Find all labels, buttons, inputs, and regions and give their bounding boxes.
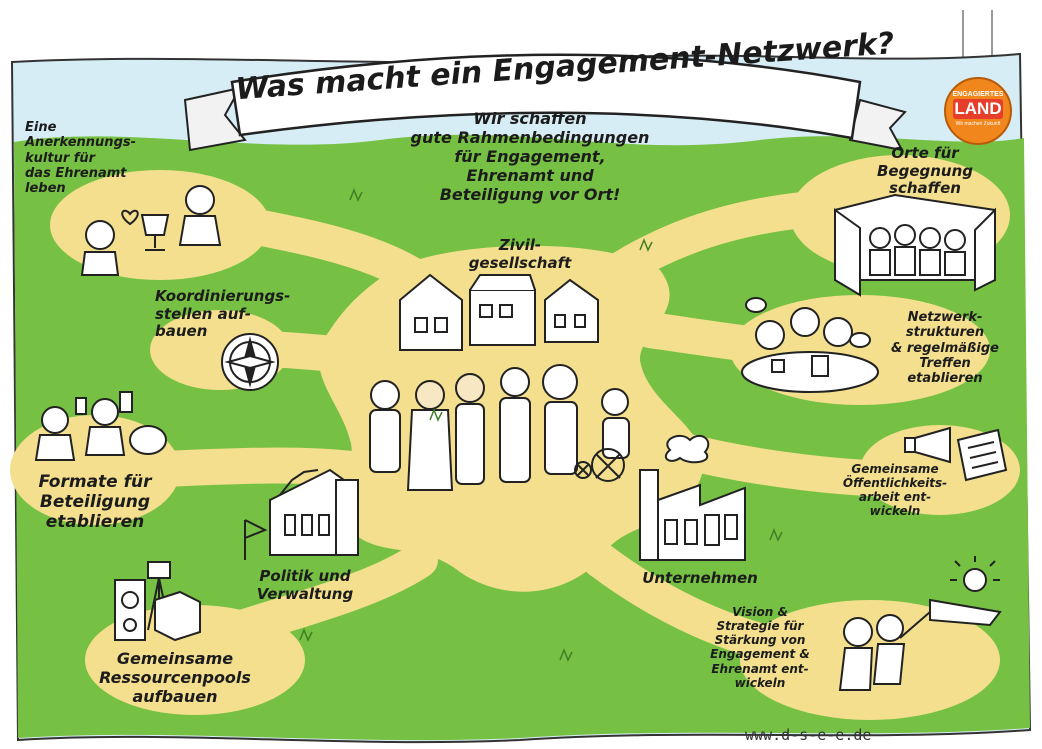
footer-url: www.d-s-e-e.de (745, 726, 872, 744)
compass-icon (221, 333, 279, 391)
label-vision: Vision & Strategie für Stärkung von Enga… (710, 605, 810, 690)
label-koordinierung: Koordinierungs- stellen auf- bauen (155, 287, 291, 341)
logo-small-text: ENGAGIERTES (952, 91, 1004, 98)
label-orte: Orte für Begegnung schaffen (876, 144, 974, 198)
town-hall-icon (244, 468, 359, 560)
vision-icon (838, 556, 1002, 691)
label-zivilgesellschaft: Zivil- gesellschaft (468, 236, 572, 272)
grass-tufts (299, 187, 783, 662)
center-statement: Wir schaffen gute Rahmenbedingungen für … (410, 109, 650, 204)
trophy-people-icon (80, 185, 222, 276)
people-group-icon (369, 364, 630, 491)
meeting-place-icon (834, 193, 996, 297)
label-unternehmen: Unternehmen (642, 569, 758, 587)
engagiertes-land-logo: ENGAGIERTES LAND Wir machen Zukunft (944, 77, 1012, 145)
megaphone-newspaper-icon (904, 426, 1008, 482)
resources-icon (114, 561, 201, 642)
label-ressourcen: Gemeinsame Ressourcenpools aufbauen (99, 649, 251, 706)
title-ribbon (230, 53, 862, 140)
logo-big-text: LAND (953, 99, 1003, 119)
label-netzwerk: Netzwerk- strukturen & regelmäßige Treff… (891, 310, 999, 387)
participants-icon (34, 391, 167, 461)
label-formate: Formate für Beteiligung etablieren (38, 472, 152, 533)
label-politik: Politik und Verwaltung (256, 567, 354, 603)
houses-icon (399, 273, 599, 351)
table-meeting-icon (741, 297, 879, 393)
label-anerkennung: Eine Anerkennungs- kultur für das Ehrena… (25, 120, 137, 197)
factory-icon (639, 434, 746, 561)
ribbon-end-left (183, 86, 247, 152)
label-oeffentlichkeit: Gemeinsame Öffentlichkeits- arbeit ent- … (842, 462, 948, 519)
logo-tagline: Wir machen Zukunft (955, 121, 1001, 127)
